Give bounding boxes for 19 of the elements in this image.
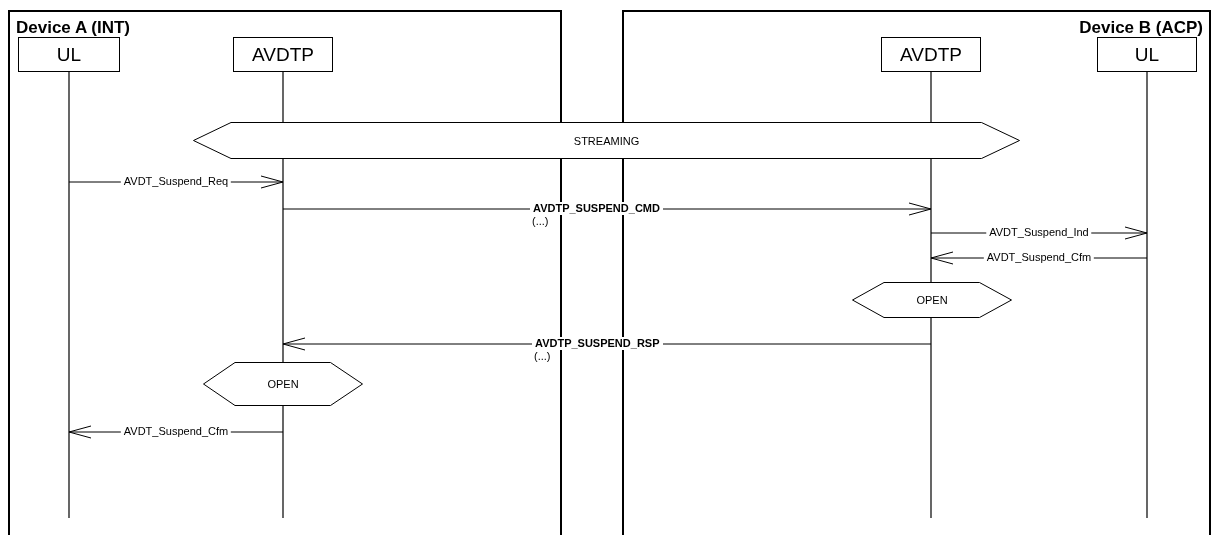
state-hexagon: STREAMING (193, 122, 1020, 159)
participant-header: UL (18, 37, 120, 72)
parameter-note: (...) (533, 350, 552, 363)
state-hexagon: OPEN (852, 282, 1012, 318)
state-hexagon: OPEN (203, 362, 363, 406)
participant-header: AVDTP (881, 37, 981, 72)
message-label: AVDTP_SUSPEND_CMD (530, 202, 663, 215)
device-title: Device B (ACP) (1079, 18, 1203, 38)
message-label: AVDT_Suspend_Req (120, 175, 232, 188)
participant-header: AVDTP (233, 37, 333, 72)
parameter-note: (...) (531, 215, 550, 228)
device-title: Device A (INT) (16, 18, 130, 38)
lifeline (1097, 37, 1197, 518)
message-label: AVDT_Suspend_Cfm (120, 425, 232, 438)
lifeline (18, 37, 120, 518)
message-label: AVDT_Suspend_Cfm (983, 251, 1095, 264)
message-label: AVDTP_SUSPEND_RSP (532, 337, 663, 350)
message-label: AVDT_Suspend_Ind (986, 226, 1092, 239)
participant-header: UL (1097, 37, 1197, 72)
